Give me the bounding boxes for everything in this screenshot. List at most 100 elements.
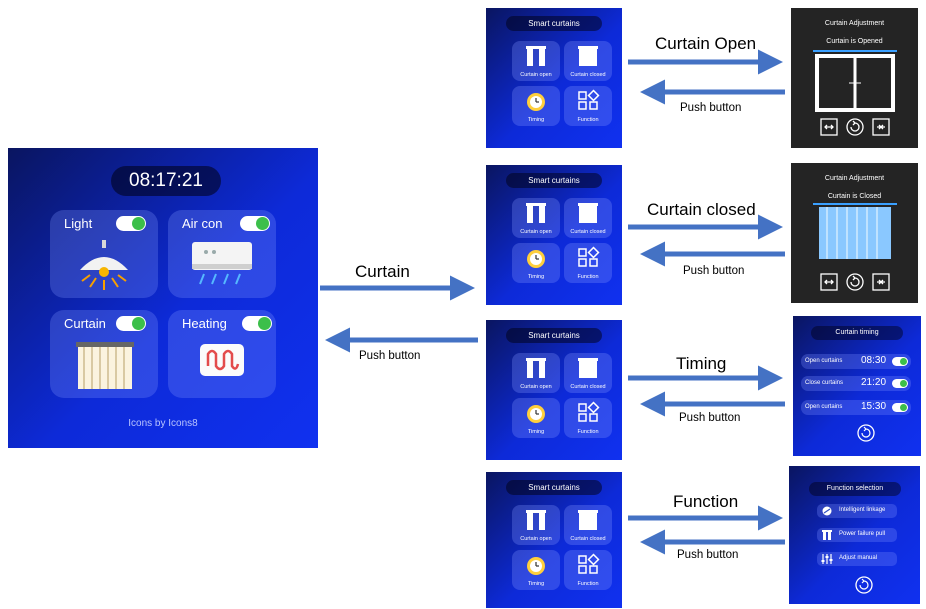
curtain-toggle[interactable] [116,316,146,331]
curtain-icon [76,342,134,389]
function-item-label: Intelligent linkage [839,507,886,513]
timing-toggle[interactable] [892,379,908,388]
timing-row-label: Open curtains [805,404,843,410]
timing-label: Timing [527,429,545,435]
aircon-toggle[interactable] [240,216,270,231]
alarm-clock-icon [527,405,545,423]
smart-curtains-screen-1: Smart curtains Curtain open Curtain clos… [486,8,622,148]
curtain-open-icon [526,358,546,378]
curtain-open-icon [526,203,546,223]
smart-curtains-screen-3: Smart curtains Curtain open Curtain clos… [486,320,622,460]
adjustment-title: Curtain Adjustment [824,175,885,182]
curtain-open-label: Curtain open [520,384,552,390]
curtain-closed-label: Curtain closed [570,536,606,542]
link-icon [822,506,832,516]
function-label: Function [577,429,599,435]
push-button-label: Push button [683,265,745,277]
push-button-label: Push button [359,350,421,362]
air-conditioner-icon [192,242,252,285]
timing-row-time: 08:30 [861,355,887,366]
curtain-open-button[interactable]: Curtain open [512,198,560,238]
timing-arrow-label: Timing [676,354,727,373]
smart-curtains-title: Smart curtains [506,173,602,188]
alarm-clock-icon [527,250,545,268]
timing-label: Timing [527,274,545,280]
curtain-closed-label: Curtain closed [570,384,606,390]
light-tile[interactable]: Light [50,210,158,298]
heating-tile[interactable]: Heating [168,310,276,398]
curtain-closed-button[interactable]: Curtain closed [564,353,612,393]
curtain-closed-button[interactable]: Curtain closed [564,198,612,238]
timing-toggle[interactable] [892,403,908,412]
smart-curtains-title: Smart curtains [506,16,602,31]
timing-button[interactable]: Timing [512,550,560,590]
back-icon[interactable] [857,424,875,442]
function-item-label: Power failure pull [839,531,886,537]
timing-title: Curtain timing [811,326,903,340]
push-button-label: Push button [679,412,741,424]
curtain-control-buttons[interactable] [791,116,918,138]
curtain-adjustment-closed-screen: Curtain Adjustment Curtain is Closed [791,163,918,303]
smart-curtains-title: Smart curtains [506,328,602,343]
function-label: Function [577,581,599,587]
sliders-icon [821,554,833,564]
function-item[interactable]: Intelligent linkage [817,504,897,518]
curtain-open-label: Curtain open [520,72,552,78]
function-button[interactable]: Function [564,243,612,283]
curtain-closed-label: Curtain closed [570,72,606,78]
timing-button[interactable]: Timing [512,398,560,438]
function-label: Function [577,117,599,123]
timing-row-label: Close curtains [805,380,844,386]
timing-row[interactable]: Open curtains 15:30 [801,400,911,415]
back-icon[interactable] [855,576,873,594]
timing-row[interactable]: Close curtains 21:20 [801,376,911,391]
curtain-closed-icon [578,203,598,223]
function-grid-icon [578,246,600,267]
function-item-label: Adjust manual [839,555,878,561]
light-label: Light [64,216,93,231]
function-grid-icon [578,401,600,422]
light-toggle[interactable] [116,216,146,231]
curtain-control-buttons[interactable] [791,271,918,293]
curtain-closed-button[interactable]: Curtain closed [564,41,612,81]
timing-row-time: 21:20 [861,377,887,388]
ceiling-lamp-icon [80,240,128,290]
function-item[interactable]: Power failure pull [817,528,897,542]
function-selection-screen: Function selection Intelligent linkage P… [789,466,920,604]
heating-toggle[interactable] [242,316,272,331]
timing-button[interactable]: Timing [512,86,560,126]
curtain-closed-arrow-label: Curtain closed [647,200,756,219]
curtain-status: Curtain is Closed [827,193,882,200]
heating-label: Heating [182,316,227,331]
curtain-closed-button[interactable]: Curtain closed [564,505,612,545]
curtain-open-icon [526,510,546,530]
curtain-open-button[interactable]: Curtain open [512,353,560,393]
timing-label: Timing [527,117,545,123]
smart-curtains-title: Smart curtains [506,480,602,495]
curtain-status: Curtain is Opened [826,38,883,45]
function-button[interactable]: Function [564,550,612,590]
function-item[interactable]: Adjust manual [817,552,897,566]
alarm-clock-icon [527,93,545,111]
curtain-open-button[interactable]: Curtain open [512,41,560,81]
timing-button[interactable]: Timing [512,243,560,283]
curtain-open-icon [526,46,546,66]
aircon-tile[interactable]: Air con [168,210,276,298]
function-title: Function selection [809,482,901,496]
alarm-clock-icon [527,557,545,575]
timing-row[interactable]: Open curtains 08:30 [801,354,911,369]
function-button[interactable]: Function [564,86,612,126]
curtain-tile[interactable]: Curtain [50,310,158,398]
function-button[interactable]: Function [564,398,612,438]
curtain-closed-icon [578,46,598,66]
function-grid-icon [578,553,600,574]
radiator-icon [200,344,244,376]
curtain-closed-icon [578,358,598,378]
aircon-label: Air con [182,216,223,231]
curtain-open-button[interactable]: Curtain open [512,505,560,545]
curtain-tile-label: Curtain [64,316,106,331]
timing-toggle[interactable] [892,357,908,366]
curtain-icon [822,530,832,540]
clock-display: 08:17:21 [111,166,221,196]
